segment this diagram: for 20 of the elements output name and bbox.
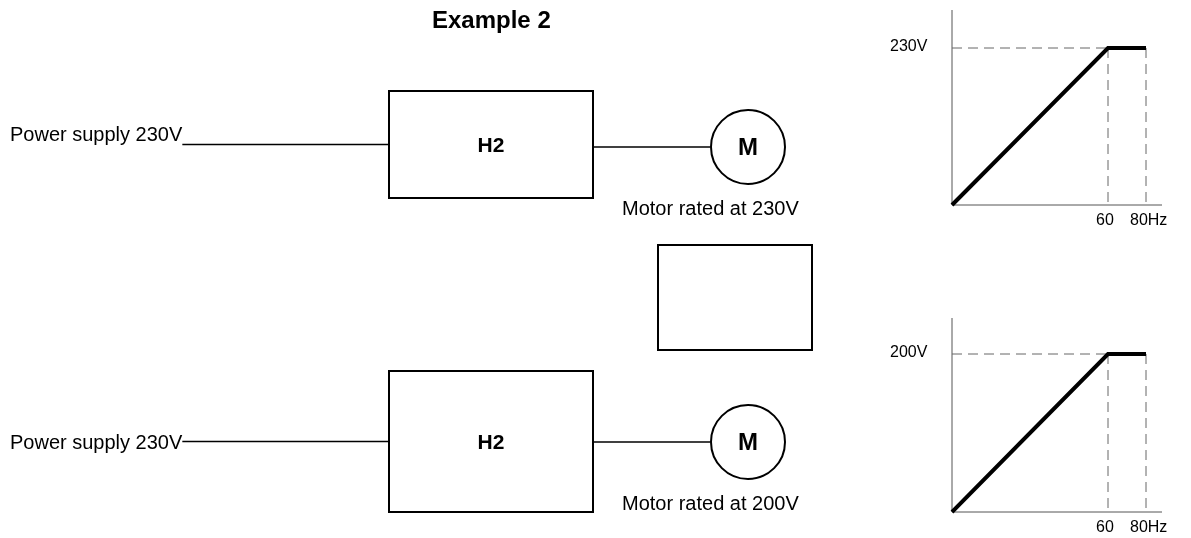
power-supply-label: Power supply 230V [10,120,183,148]
connector-line [181,143,389,146]
frequency-label: 80Hz [1130,518,1168,536]
frequency-label: 60 [1096,518,1114,536]
frequency-label: 80Hz [1130,211,1168,229]
motor-caption: Motor rated at 230V [622,197,799,220]
frequency-label: 60 [1096,211,1114,229]
connector-line [181,440,389,443]
title: Example 2 [432,6,551,34]
motor-circle: M [710,109,786,185]
motor-caption: Motor rated at 200V [622,492,799,515]
power-supply-label: Power supply 230V [10,428,183,456]
empty-box [657,244,813,351]
voltage-label: 230V [890,37,928,55]
voltage-label: 200V [890,343,928,361]
inverter-box: H2 [388,370,594,513]
connector-line [593,146,711,148]
connector-line [593,441,711,443]
motor-circle: M [710,404,786,480]
inverter-box: H2 [388,90,594,199]
